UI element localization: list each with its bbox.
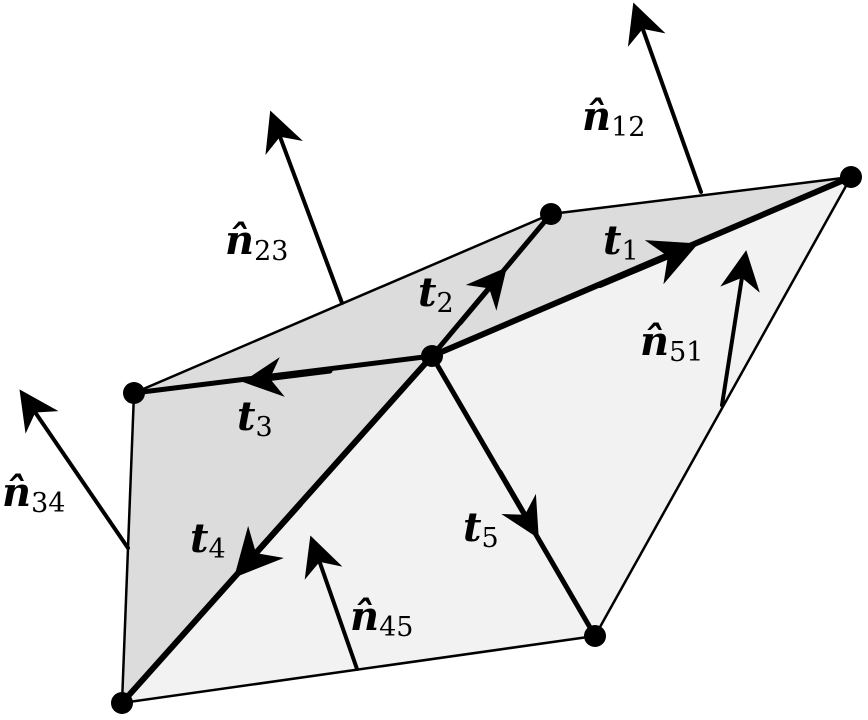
tangent-arrow-t4 bbox=[233, 501, 303, 578]
normal-arrow-n12 bbox=[627, 2, 703, 194]
label-n45: n̂45 bbox=[350, 593, 413, 643]
vertex-2 bbox=[540, 203, 562, 225]
normal-arrow-n45 bbox=[304, 535, 359, 671]
tangent-arrow-t1 bbox=[597, 240, 699, 288]
label-t1: t1 bbox=[603, 217, 639, 267]
tangent-arrow-t3 bbox=[242, 357, 333, 397]
label-n23: n̂23 bbox=[225, 217, 288, 267]
label-t3: t3 bbox=[237, 393, 273, 443]
label-t5: t5 bbox=[463, 504, 499, 554]
vertex-5 bbox=[584, 625, 606, 647]
label-n51: n̂51 bbox=[640, 318, 703, 368]
label-n12: n̂12 bbox=[582, 93, 645, 143]
normal-arrow-n51 bbox=[720, 250, 760, 407]
tangent-arrow-t2 bbox=[457, 267, 507, 326]
normal-arrow-n34 bbox=[19, 389, 130, 550]
normal-arrow-n23 bbox=[265, 110, 344, 305]
vertex-center bbox=[421, 345, 443, 367]
label-t2: t2 bbox=[418, 269, 454, 319]
tangent-arrow-t5 bbox=[497, 469, 539, 539]
vertex-1 bbox=[840, 166, 862, 188]
vertex-4 bbox=[111, 692, 133, 714]
label-t4: t4 bbox=[190, 515, 226, 565]
label-n34: n̂34 bbox=[2, 469, 65, 519]
vertex-3 bbox=[123, 382, 145, 404]
